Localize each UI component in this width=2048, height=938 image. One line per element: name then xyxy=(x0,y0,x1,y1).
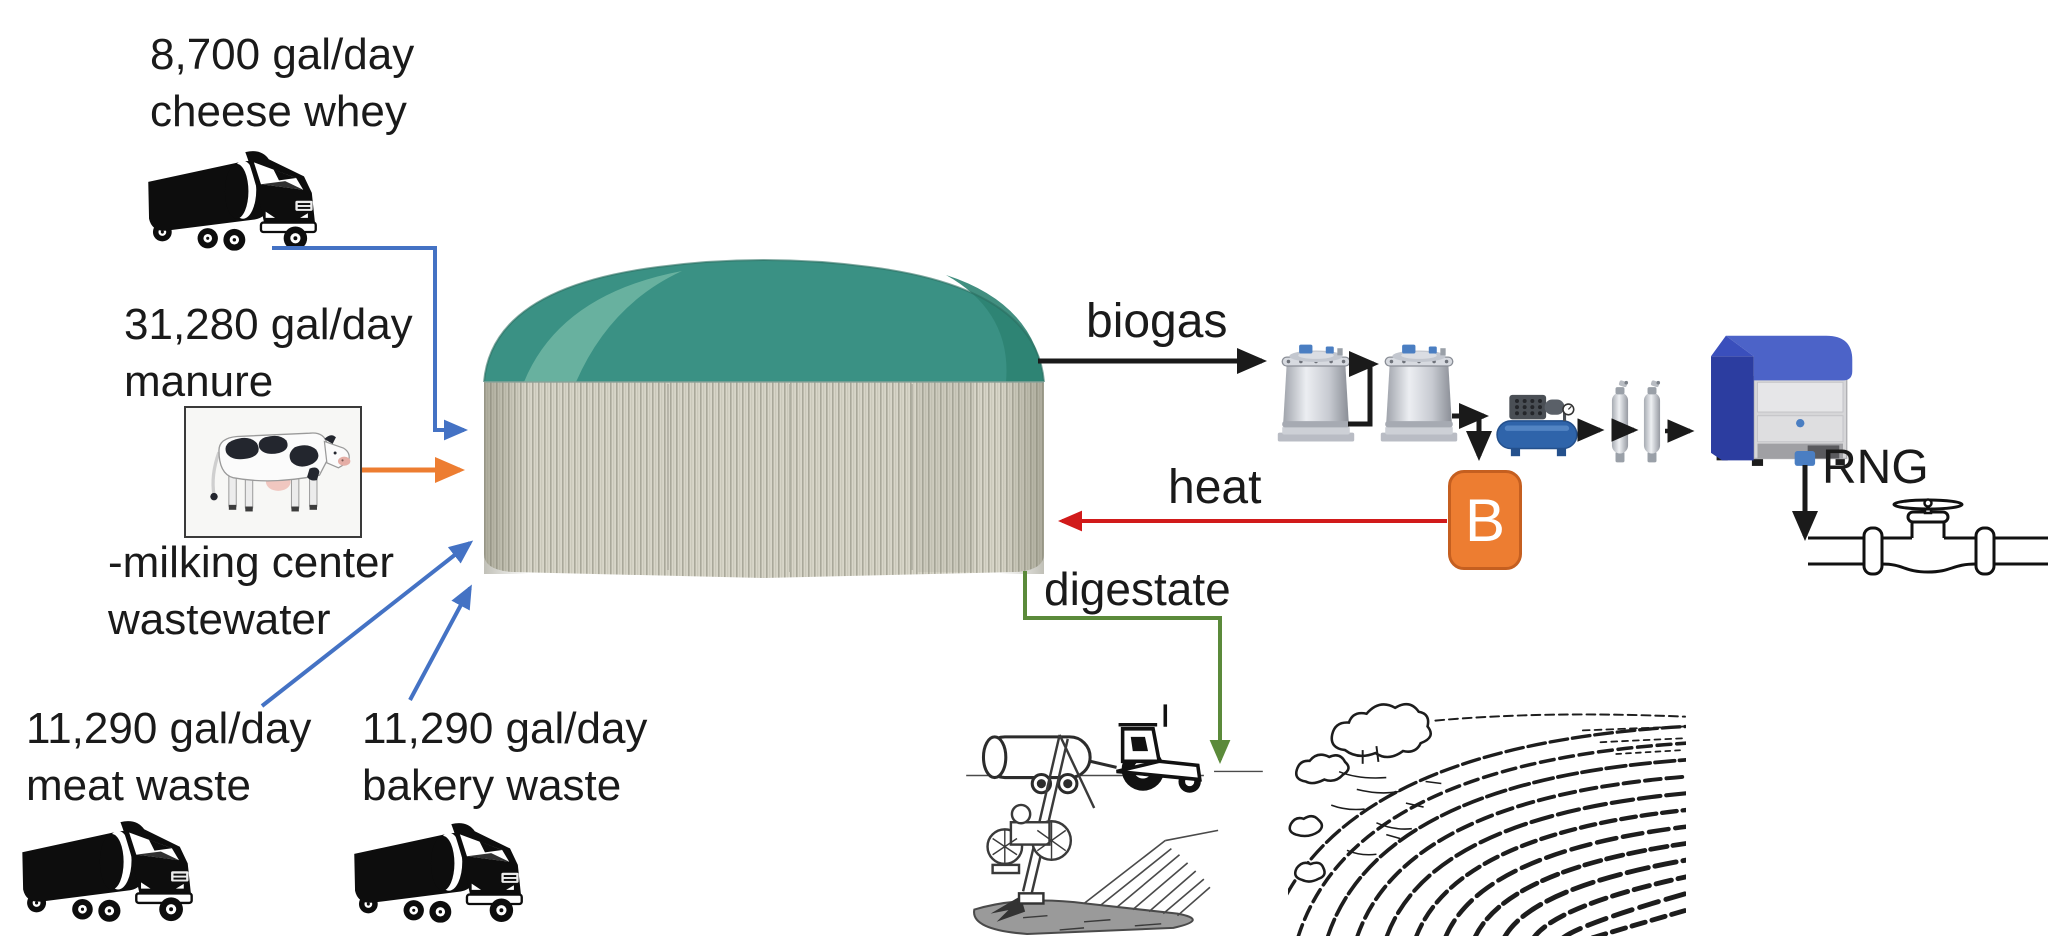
boiler-label: B xyxy=(1464,486,1506,554)
cheese-whey-amount: 8,700 gal/day xyxy=(150,30,415,79)
anaerobic-digester-icon xyxy=(483,259,1045,578)
tanker-truck-icon xyxy=(348,812,528,924)
pipeline-valve-icon xyxy=(1808,498,2048,576)
bakery-waste-amount: 11,290 gal/day xyxy=(362,704,648,753)
gas-tank-icon xyxy=(1276,342,1356,446)
upgrading-unit-icon xyxy=(1711,335,1853,466)
filter-column-icon xyxy=(1639,380,1665,466)
bakery-waste-flow-arrow xyxy=(408,584,472,701)
manure-amount: 31,280 gal/day xyxy=(124,300,413,349)
tanker-truck-icon xyxy=(16,810,198,923)
bakery-waste-name: bakery waste xyxy=(362,761,622,811)
milking-center-line2: wastewater xyxy=(108,595,331,645)
gas-tank-icon xyxy=(1379,342,1459,446)
meat-waste-name: meat waste xyxy=(26,761,251,811)
filter-column-icon xyxy=(1607,380,1633,466)
cow-icon xyxy=(210,432,351,512)
digestate-label: digestate xyxy=(1044,563,1231,615)
manure-name: manure xyxy=(124,357,274,407)
biogas-label: biogas xyxy=(1086,295,1228,348)
milking-center-label: -milking center wastewater xyxy=(108,534,394,648)
crop-field-icon xyxy=(1288,702,1686,936)
boiler-icon: B xyxy=(1448,470,1522,570)
compressor-icon xyxy=(1496,394,1578,457)
cow-image-frame xyxy=(184,406,362,538)
digestate-spreading-icon xyxy=(966,704,1263,935)
cheese-whey-name: cheese whey xyxy=(150,87,407,137)
cheese-whey-label: 8,700 gal/day cheese whey xyxy=(150,26,414,140)
meat-waste-amount: 11,290 gal/day xyxy=(26,704,312,753)
milking-center-line1: -milking center xyxy=(108,538,395,587)
bakery-waste-label: 11,290 gal/day bakery waste xyxy=(362,700,647,814)
meat-waste-label: 11,290 gal/day meat waste xyxy=(26,700,311,814)
rng-label: RNG xyxy=(1822,441,1929,494)
manure-label: 31,280 gal/day manure xyxy=(124,296,413,410)
heat-label: heat xyxy=(1168,461,1262,514)
tanker-truck-icon xyxy=(142,140,322,252)
